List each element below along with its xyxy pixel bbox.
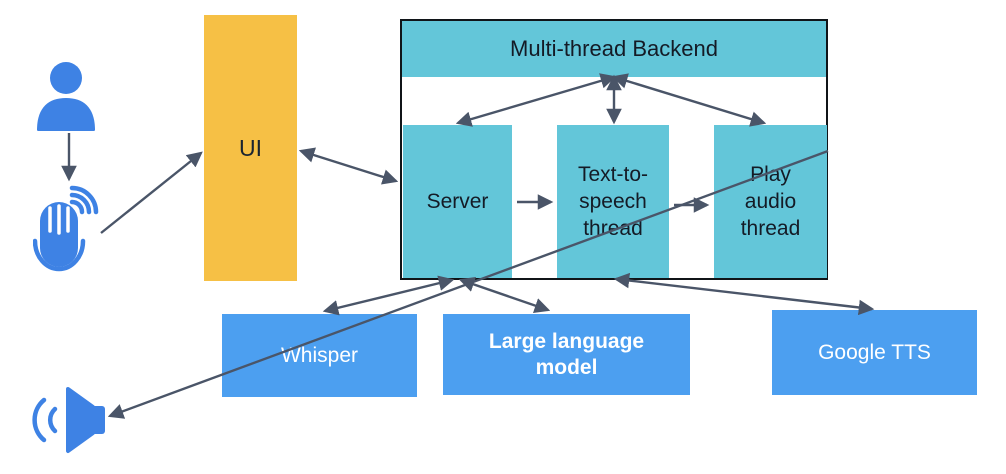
label-line: thread bbox=[740, 217, 801, 240]
speaker-icon bbox=[32, 387, 105, 453]
label-line: speech bbox=[579, 190, 647, 213]
connector-backend-to-google_tts bbox=[613, 272, 875, 316]
label-line: Text-to- bbox=[577, 163, 648, 186]
backend-title: Multi-thread Backend bbox=[510, 36, 718, 61]
connector-microphone-icon-to-ui bbox=[100, 151, 203, 234]
connector-server-to-llm bbox=[458, 276, 551, 314]
google-tts-box: Google TTS bbox=[772, 310, 977, 395]
tts-thread-box: Text-to- speech thread bbox=[557, 125, 669, 278]
connector-server-to-whisper bbox=[322, 275, 455, 316]
microphone-icon bbox=[33, 185, 99, 272]
label-line: audio bbox=[744, 190, 797, 213]
label-line: thread bbox=[583, 217, 643, 240]
whisper-box: Whisper bbox=[222, 314, 417, 397]
user-icon bbox=[37, 62, 95, 131]
label-line: Play bbox=[750, 163, 791, 186]
play-audio-thread-box: Play audio thread bbox=[714, 125, 827, 278]
ui-label: UI bbox=[239, 134, 262, 161]
play-audio-thread-label: Play audio thread bbox=[741, 161, 801, 242]
large-language-model-box: Large language model bbox=[443, 314, 690, 395]
tts-thread-label: Text-to- speech thread bbox=[578, 161, 648, 242]
google-tts-label: Google TTS bbox=[818, 340, 931, 364]
label-line: Large language bbox=[488, 329, 645, 353]
backend-header: Multi-thread Backend bbox=[402, 21, 826, 77]
server-label: Server bbox=[426, 190, 489, 213]
llm-label: Large language model bbox=[489, 329, 644, 381]
server-box: Server bbox=[403, 125, 512, 278]
whisper-label: Whisper bbox=[280, 343, 359, 367]
ui-box: UI bbox=[204, 15, 297, 281]
connector-ui-to-server bbox=[298, 147, 399, 185]
label-line: model bbox=[535, 355, 598, 379]
